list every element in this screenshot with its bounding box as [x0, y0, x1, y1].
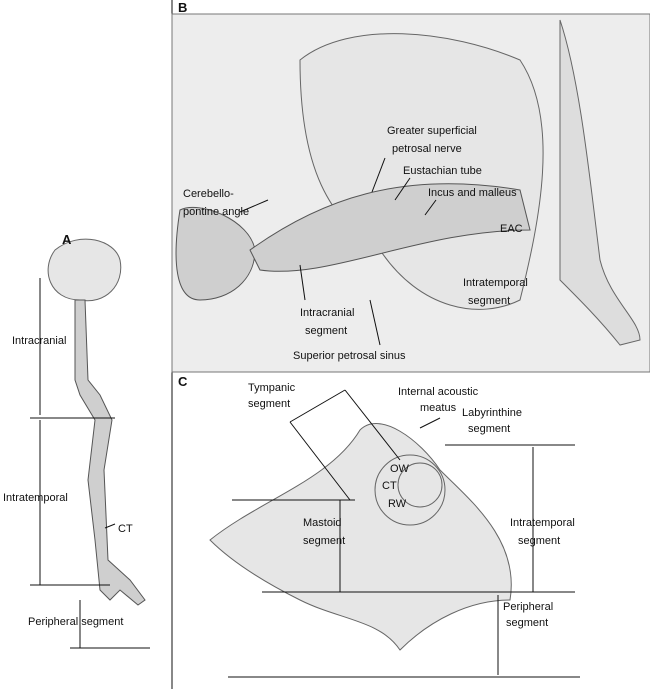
- label-intratemporal: Intratemporal: [3, 492, 68, 504]
- label-tympanic-segment-2: segment: [248, 398, 290, 410]
- cochlea-illustration: [374, 454, 446, 526]
- label-rw: RW: [388, 498, 407, 510]
- label-peripheral-segment: Peripheral segment: [28, 616, 123, 628]
- panel-label-b: B: [178, 0, 187, 15]
- label-tympanic-segment: Tympanic: [248, 382, 296, 394]
- label-ct-c: CT: [382, 480, 397, 492]
- skull-illustration: [559, 19, 641, 346]
- label-mastoid-segment-2: segment: [303, 535, 345, 547]
- label-eac: EAC: [500, 223, 523, 235]
- panel-label-a: A: [62, 232, 72, 247]
- facial-nerve-illustration: [74, 299, 146, 606]
- panel-b: B Greater superficial petrosal nerve Eus…: [171, 0, 650, 373]
- temporal-bone-illustration: [209, 423, 512, 651]
- label-internal-acoustic-meatus: Internal acoustic: [398, 386, 479, 398]
- label-ow: OW: [390, 463, 410, 475]
- label-peripheral-segment-c-2: segment: [506, 617, 548, 629]
- label-gspn: Greater superficial: [387, 125, 477, 137]
- panel-a: A Intracranial Intratemporal CT Peripher…: [3, 232, 150, 649]
- brainstem-illustration: [47, 238, 122, 302]
- label-intratemporal-segment: Intratemporal: [463, 277, 528, 289]
- label-labyrinthine-segment: Labyrinthine: [462, 407, 522, 419]
- label-intratemporal-segment-c-2: segment: [518, 535, 560, 547]
- label-gspn-2: petrosal nerve: [392, 143, 462, 155]
- label-internal-acoustic-meatus-2: meatus: [420, 402, 457, 414]
- label-intracranial: Intracranial: [12, 335, 66, 347]
- panel-label-c: C: [178, 374, 188, 389]
- panel-c: C Tympanic segment Internal acoustic mea…: [178, 374, 580, 678]
- petrous-bone-illustration: [249, 183, 531, 272]
- label-peripheral-segment-c: Peripheral: [503, 601, 553, 613]
- label-intracranial-segment: Intracranial: [300, 307, 354, 319]
- label-labyrinthine-segment-2: segment: [468, 423, 510, 435]
- label-superior-petrosal-sinus: Superior petrosal sinus: [293, 350, 406, 362]
- label-mastoid-segment: Mastoid: [303, 517, 342, 529]
- brainstem-illustration: [175, 206, 256, 301]
- label-cpa: Cerebello-: [183, 188, 234, 200]
- label-intratemporal-segment-2: segment: [468, 295, 510, 307]
- label-intracranial-segment-2: segment: [305, 325, 347, 337]
- label-cpa-2: pontine angle: [183, 206, 249, 218]
- label-eustachian-tube: Eustachian tube: [403, 165, 482, 177]
- label-ct: CT: [118, 523, 133, 535]
- label-intratemporal-segment-c: Intratemporal: [510, 517, 575, 529]
- label-incus-malleus: Incus and malleus: [428, 187, 517, 199]
